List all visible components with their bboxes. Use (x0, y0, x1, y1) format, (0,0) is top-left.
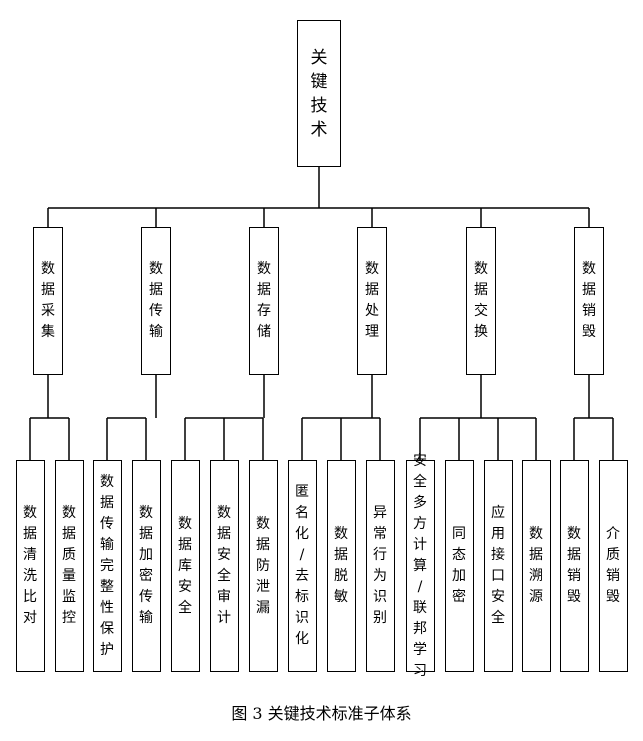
root-node: 关键技术 (297, 20, 341, 167)
leaf-node-5-4-label: 数据溯源 (529, 526, 543, 605)
leaf-node-3-1: 数据库安全 (170, 460, 200, 672)
leaf-node-1-2-label: 数据质量监控 (62, 505, 76, 626)
leaf-node-3-2-label: 数据安全审计 (217, 505, 231, 626)
leaf-node-6-2: 介质销毁 (598, 460, 628, 672)
leaf-node-5-2-label: 同态加密 (452, 526, 466, 605)
leaf-node-1-1: 数据清洗比对 (15, 460, 45, 672)
leaf-node-2-2-label: 数据加密传输 (139, 505, 153, 626)
leaf-node-6-2-label: 介质销毁 (606, 526, 620, 605)
category-node-6: 数据销毁 (574, 227, 604, 375)
leaf-node-4-1-label: 匿名化/去标识化 (295, 484, 309, 647)
category-node-4: 数据处理 (357, 227, 387, 375)
leaf-node-5-3-label: 应用接口安全 (491, 505, 505, 626)
leaf-node-6-1-label: 数据销毁 (567, 526, 581, 605)
leaf-node-1-1-label: 数据清洗比对 (23, 505, 37, 626)
category-node-5: 数据交换 (466, 227, 496, 375)
leaf-node-5-3: 应用接口安全 (483, 460, 513, 672)
leaf-node-6-1: 数据销毁 (559, 460, 589, 672)
leaf-node-5-1-label: 安全多方计算/联邦学习 (413, 452, 427, 679)
leaf-node-4-3-label: 异常行为识别 (373, 505, 387, 626)
leaf-node-5-2: 同态加密 (444, 460, 474, 672)
leaf-node-5-4: 数据溯源 (521, 460, 551, 672)
figure-caption: 图 3 关键技术标准子体系 (231, 704, 412, 723)
leaf-node-4-3: 异常行为识别 (365, 460, 395, 672)
category-node-1: 数据采集 (33, 227, 63, 375)
leaf-node-2-1-label: 数据传输完整性保护 (100, 473, 114, 658)
leaf-node-3-3-label: 数据防泄漏 (256, 515, 270, 616)
leaf-node-2-2: 数据加密传输 (131, 460, 161, 672)
root-node-label: 关键技术 (310, 47, 328, 140)
category-node-2: 数据传输 (141, 227, 171, 375)
leaf-node-4-2: 数据脱敏 (326, 460, 356, 672)
category-node-1-label: 数据采集 (41, 261, 55, 340)
leaf-node-3-2: 数据安全审计 (209, 460, 239, 672)
category-node-3-label: 数据存储 (257, 261, 271, 340)
leaf-node-3-1-label: 数据库安全 (178, 515, 192, 616)
leaf-node-5-1: 安全多方计算/联邦学习 (405, 453, 435, 679)
leaf-node-2-1: 数据传输完整性保护 (92, 460, 122, 672)
category-node-2-label: 数据传输 (149, 261, 163, 340)
category-node-4-label: 数据处理 (365, 261, 379, 340)
category-node-5-label: 数据交换 (474, 261, 488, 340)
leaf-node-4-2-label: 数据脱敏 (334, 526, 348, 605)
leaf-node-4-1: 匿名化/去标识化 (287, 460, 317, 672)
leaf-node-3-3: 数据防泄漏 (248, 460, 278, 672)
category-node-3: 数据存储 (249, 227, 279, 375)
category-node-6-label: 数据销毁 (582, 261, 596, 340)
leaf-node-1-2: 数据质量监控 (54, 460, 84, 672)
